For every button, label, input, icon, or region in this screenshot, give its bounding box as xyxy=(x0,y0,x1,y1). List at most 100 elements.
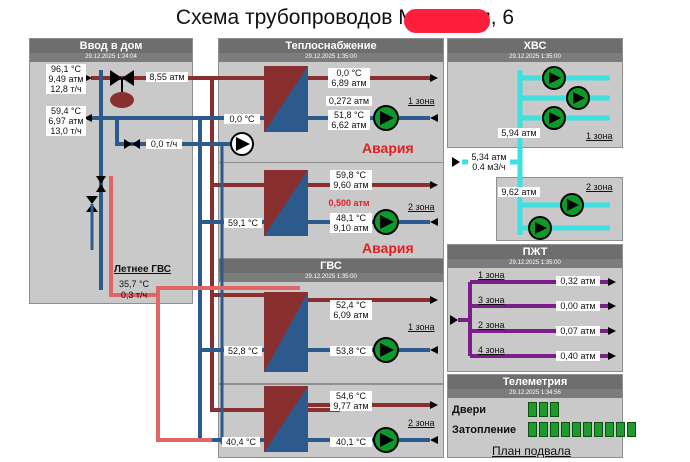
hvs-inlet-pressure: 5,34 атм xyxy=(468,152,510,162)
telemetry-header: Телеметрия xyxy=(448,375,622,389)
gvs-1-in-temp: 52,8 °C xyxy=(224,346,262,356)
hvs-inlet-arrow xyxy=(452,157,460,167)
heating-1-alarm: Авария xyxy=(362,140,414,156)
heating-1-ret-temp: 51,8 °C xyxy=(328,110,370,120)
inlet-supply-temp: 96,1 °C xyxy=(46,64,86,74)
pump-gvs-1[interactable] xyxy=(373,337,399,363)
heating-2-in-temp: 59,1 °C xyxy=(224,218,262,228)
hvs-pump-2[interactable] xyxy=(566,86,590,110)
pzht-zone-1-label[interactable]: 1 зона xyxy=(478,270,505,280)
heating-2-out-pressure: 9,60 атм xyxy=(330,180,372,190)
summer-gvs-temp: 35,7 °C xyxy=(118,279,150,289)
hvs-z1-pressure: 5,94 атм xyxy=(498,128,540,138)
flood-sensor-lamp xyxy=(572,422,581,437)
pump-heating-2[interactable] xyxy=(373,209,399,235)
pump-heating-1[interactable] xyxy=(373,105,399,131)
door-sensor-lamp xyxy=(528,402,537,417)
gvs-2-in-temp: 40,4 °C xyxy=(222,437,260,447)
gvs-time: 29.12.2025 1:35:00 xyxy=(219,273,443,282)
door-sensor-lamp xyxy=(539,402,548,417)
pzht-arrows xyxy=(608,278,616,360)
inlet-return-temp: 59,4 °C xyxy=(46,106,86,116)
bypass-flow: 0,0 т/ч xyxy=(146,139,182,149)
heat-exchanger-heating-1 xyxy=(264,66,308,132)
hvs-pump-4[interactable] xyxy=(560,193,584,217)
heating-1-mid-pressure: 0,272 атм xyxy=(326,96,372,106)
pzht-manifold xyxy=(458,280,608,358)
flood-sensor-lamp xyxy=(561,422,570,437)
heating-time: 29.12.2025 1:35:00 xyxy=(219,53,443,62)
hvs-header: ХВС xyxy=(448,39,622,53)
pzht-zone-2-value: 0,07 атм xyxy=(556,326,600,336)
flood-sensor-lamp xyxy=(594,422,603,437)
inlet-supply-pressure: 9,49 атм xyxy=(46,74,86,84)
pump-circulation[interactable] xyxy=(230,132,254,156)
heat-exchanger-heating-2 xyxy=(264,170,308,236)
pzht-zone-3-label[interactable]: 3 зона xyxy=(478,295,505,305)
inlet-return-pressure: 6,97 атм xyxy=(46,116,86,126)
inlet-time: 29.12.2025 1:24:04 xyxy=(30,53,192,62)
gvs-2-zone-link[interactable]: 2 зона xyxy=(408,418,435,428)
heating-2-ret-pressure: 9,10 атм xyxy=(330,223,372,233)
flood-label: Затопление xyxy=(452,424,517,436)
heating-1-in-temp: 0,0 °C xyxy=(224,114,260,124)
bypass-pipe xyxy=(115,118,232,146)
inlet-return-flow: 13,0 т/ч xyxy=(46,126,86,136)
hvs-pump-3[interactable] xyxy=(542,106,566,130)
gvs-header: ГВС xyxy=(219,259,443,273)
gvs-2-out-temp: 54,6 °C xyxy=(330,391,372,401)
heating-1-out-pressure: 6,89 атм xyxy=(328,78,370,88)
flow-arrows xyxy=(84,74,438,444)
hvs-time: 29.12.2025 1:35:00 xyxy=(448,53,622,62)
doors-label: Двери xyxy=(452,404,487,416)
flood-sensor-lamp xyxy=(605,422,614,437)
doors-indicators xyxy=(528,402,559,417)
hvs-z1-branches xyxy=(520,75,610,121)
heating-2-out-temp: 59,8 °C xyxy=(330,170,372,180)
bypass-valve[interactable] xyxy=(124,139,140,149)
inlet-supply-flow: 12,8 т/ч xyxy=(46,84,86,94)
summer-gvs-label[interactable]: Летнее ГВС xyxy=(114,264,172,275)
heating-1-out-temp: 0,0 °C xyxy=(328,68,370,78)
gvs-panel-1: ГВС 29.12.2025 1:35:00 xyxy=(218,258,444,384)
pzht-time: 29.12.2025 1:35:00 xyxy=(448,259,622,268)
pzht-header: ПЖТ xyxy=(448,245,622,259)
heating-1-ret-pressure: 6,62 атм xyxy=(328,120,370,130)
heating-1-zone-link[interactable]: 1 зона xyxy=(408,96,435,106)
inlet-valve-1[interactable] xyxy=(96,176,106,192)
hvs-inlet-flow: 0.4 м3/ч xyxy=(468,162,510,172)
flood-sensor-lamp xyxy=(539,422,548,437)
heat-exchanger-gvs-1 xyxy=(264,292,308,372)
summer-gvs-flow: 0,3 т/ч xyxy=(120,290,148,300)
gvs-1-zone-link[interactable]: 1 зона xyxy=(408,322,435,332)
gvs-2-ret-temp: 40,1 °C xyxy=(330,437,372,447)
pzht-zone-4-label[interactable]: 4 зона xyxy=(478,345,505,355)
door-sensor-lamp xyxy=(550,402,559,417)
hvs-z2-link[interactable]: 2 зона xyxy=(586,182,613,192)
pzht-zone-2-label[interactable]: 2 зона xyxy=(478,320,505,330)
gvs-1-ret-temp: 53,8 °C xyxy=(330,346,372,356)
redaction-mark xyxy=(404,9,490,33)
flood-sensor-lamp xyxy=(616,422,625,437)
regulator-valve[interactable] xyxy=(110,70,134,108)
flood-sensor-lamp xyxy=(550,422,559,437)
flood-sensor-lamp xyxy=(627,422,636,437)
pzht-zone-4-value: 0,40 атм xyxy=(556,351,600,361)
summer-gvs-branch xyxy=(156,295,212,442)
gvs-1-out-temp: 52,4 °C xyxy=(330,300,372,310)
heating-2-mid-pressure: 0,500 атм xyxy=(328,198,370,208)
pzht-zone-3-value: 0,00 атм xyxy=(556,301,600,311)
gvs-1-out-pressure: 6,09 атм xyxy=(330,310,372,320)
heating-2-alarm: Авария xyxy=(362,240,414,256)
hvs-pump-1[interactable] xyxy=(542,66,566,90)
flood-indicators xyxy=(528,422,636,437)
gvs-2-out-pressure: 9,77 атм xyxy=(330,401,372,411)
heating-header: Теплоснабжение xyxy=(219,39,443,53)
pump-gvs-2[interactable] xyxy=(373,427,399,453)
inlet-header: Ввод в дом xyxy=(30,39,192,53)
hvs-pump-5[interactable] xyxy=(528,216,552,240)
hvs-z1-link[interactable]: 1 зона xyxy=(586,131,613,141)
heating-2-zone-link[interactable]: 2 зона xyxy=(408,202,435,212)
basement-plan-link[interactable]: План подвала xyxy=(492,444,571,458)
